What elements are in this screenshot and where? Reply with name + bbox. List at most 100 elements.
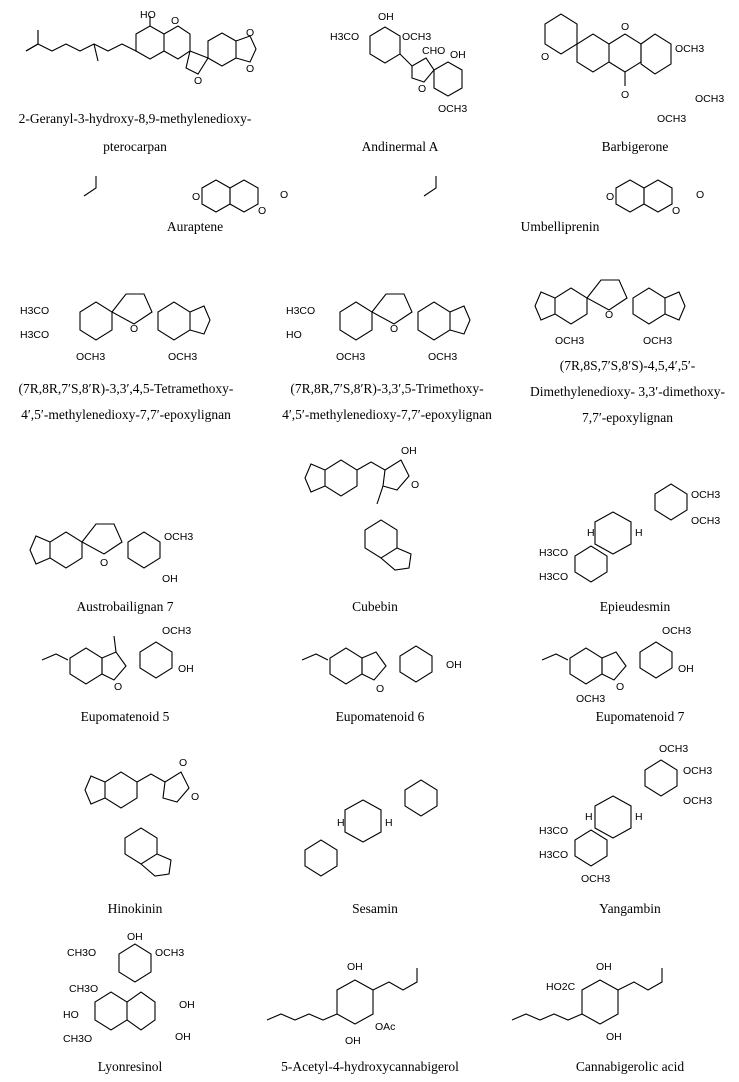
svg-text:OH: OH <box>179 999 195 1011</box>
svg-text:O: O <box>192 191 200 203</box>
svg-text:H3CO: H3CO <box>539 547 568 559</box>
compound-name: Eupomatenoid 5 <box>80 709 170 724</box>
svg-text:H3CO: H3CO <box>286 305 315 317</box>
svg-text:O: O <box>390 323 398 335</box>
svg-text:H: H <box>635 527 643 539</box>
svg-text:OCH3: OCH3 <box>683 795 712 807</box>
svg-text:O: O <box>696 189 704 201</box>
structure-drawing: OH O <box>300 640 490 700</box>
svg-text:O: O <box>100 557 108 569</box>
svg-text:O: O <box>179 757 187 769</box>
svg-text:H3CO: H3CO <box>20 329 49 341</box>
svg-text:OCH3: OCH3 <box>691 515 720 527</box>
structure-drawing: OCH3 OCH3 OCH3 H3CO H3CO OCH3 H H <box>535 740 735 890</box>
svg-text:O: O <box>376 683 384 695</box>
svg-text:O: O <box>171 15 179 27</box>
svg-text:OH: OH <box>446 659 462 671</box>
structure-drawing: O O O OCH3 OCH3 OCH3 <box>535 4 735 130</box>
structure-drawing: OH CH3O OCH3 CH3O HO CH3O OH OH <box>55 930 215 1054</box>
svg-text:H: H <box>385 817 393 829</box>
svg-text:OH: OH <box>127 931 143 943</box>
compound-name: Auraptene <box>166 219 224 234</box>
compound-name: Cubebin <box>352 599 398 614</box>
svg-text:O: O <box>418 83 426 95</box>
svg-text:OCH3: OCH3 <box>581 873 610 885</box>
svg-text:O: O <box>130 323 138 335</box>
svg-text:H3CO: H3CO <box>539 849 568 861</box>
structure-drawing: OCH3 OCH3 O <box>525 250 735 350</box>
compound-name: Cannabigerolic acid <box>575 1059 685 1074</box>
svg-text:HO: HO <box>63 1009 79 1021</box>
svg-text:OCH3: OCH3 <box>162 625 191 637</box>
svg-text:O: O <box>616 681 624 693</box>
structure-drawing: HO O O O O <box>18 6 268 106</box>
svg-text:OH: OH <box>378 11 394 23</box>
svg-text:OCH3: OCH3 <box>662 625 691 637</box>
compound-name: 5-Acetyl-4-hydroxycannabigerol <box>281 1059 459 1074</box>
svg-text:OCH3: OCH3 <box>155 947 184 959</box>
svg-text:OAc: OAc <box>375 1021 395 1033</box>
compound-name: (7R,8R,7′S,8′R)-3,3′,4,5-Tetramethoxy- 4… <box>18 381 234 422</box>
svg-text:O: O <box>606 191 614 203</box>
compound-name: Barbigerone <box>601 139 669 154</box>
structure-drawing: OH OH OAc <box>265 950 495 1050</box>
svg-text:OCH3: OCH3 <box>438 103 467 115</box>
svg-text:HO2C: HO2C <box>546 981 576 993</box>
svg-text:H3CO: H3CO <box>20 305 49 317</box>
svg-text:OCH3: OCH3 <box>168 351 197 363</box>
structure-drawing: H3CO OH OCH3 CHO OH OCH3 O <box>330 6 480 126</box>
compound-name: Epieudesmin <box>599 599 671 614</box>
compound-name: Eupomatenoid 7 <box>595 709 685 724</box>
svg-text:OH: OH <box>345 1035 361 1047</box>
svg-text:OCH3: OCH3 <box>336 351 365 363</box>
svg-text:O: O <box>246 63 254 75</box>
compound-name: Hinokinin <box>107 901 163 916</box>
svg-text:H3CO: H3CO <box>539 571 568 583</box>
svg-text:OH: OH <box>401 445 417 457</box>
compound-name: Austrobailignan 7 <box>76 599 174 614</box>
svg-text:OCH3: OCH3 <box>657 113 686 125</box>
compound-name: 2-Geranyl-3-hydroxy-8,9-methylenedioxy- … <box>18 111 252 154</box>
compound-name: Yangambin <box>599 901 661 916</box>
svg-text:OCH3: OCH3 <box>683 765 712 777</box>
svg-text:O: O <box>411 479 419 491</box>
structure-drawing: O O <box>84 752 235 900</box>
structure-drawing: H3CO H3CO OCH3 OCH3 O <box>20 272 250 372</box>
structure-drawing: OCH3 OCH3 H3CO H3CO H H <box>535 483 735 598</box>
compound-name: (7R,8R,7′S,8′R)-3,3′,5-Trimethoxy- 4′,5′… <box>282 381 492 422</box>
svg-text:OH: OH <box>347 961 363 973</box>
svg-text:OH: OH <box>606 1031 622 1043</box>
svg-text:OH: OH <box>450 49 466 61</box>
structure-drawing: O O O <box>80 168 310 217</box>
svg-text:H: H <box>635 811 643 823</box>
compound-name: (7R,8S,7′S,8′S)-4,5,4′,5′- Dimethylenedi… <box>530 358 725 425</box>
svg-text:H3CO: H3CO <box>330 31 359 43</box>
svg-text:OCH3: OCH3 <box>643 335 672 347</box>
atom-label: HO <box>140 9 156 21</box>
compound-name: Sesamin <box>352 901 398 916</box>
svg-text:HO: HO <box>286 329 302 341</box>
compound-name: Umbelliprenin <box>520 219 600 234</box>
svg-text:H: H <box>585 811 593 823</box>
svg-text:O: O <box>605 309 613 321</box>
svg-text:OCH3: OCH3 <box>402 31 431 43</box>
svg-text:CHO: CHO <box>422 45 445 57</box>
svg-text:O: O <box>621 21 629 33</box>
structure-drawing: O O O <box>420 168 720 217</box>
structure-drawing: OCH3 OH O <box>28 506 218 596</box>
svg-text:O: O <box>194 75 202 87</box>
svg-text:OH: OH <box>162 573 178 585</box>
svg-text:O: O <box>621 89 629 101</box>
svg-text:CH3O: CH3O <box>63 1033 92 1045</box>
structure-drawing: H3CO HO OCH3 OCH3 O <box>280 272 510 372</box>
svg-text:O: O <box>258 205 266 217</box>
svg-text:O: O <box>191 791 199 803</box>
svg-text:OH: OH <box>175 1031 191 1043</box>
compound-name: Andinermal A <box>361 139 439 154</box>
svg-text:O: O <box>280 189 288 201</box>
svg-text:OH: OH <box>178 663 194 675</box>
structure-drawing: OCH3 OH OCH3 O <box>540 620 735 706</box>
structure-drawing: OCH3 OH O <box>40 620 230 700</box>
structure-drawing: H H <box>285 770 465 900</box>
svg-text:OCH3: OCH3 <box>164 531 193 543</box>
